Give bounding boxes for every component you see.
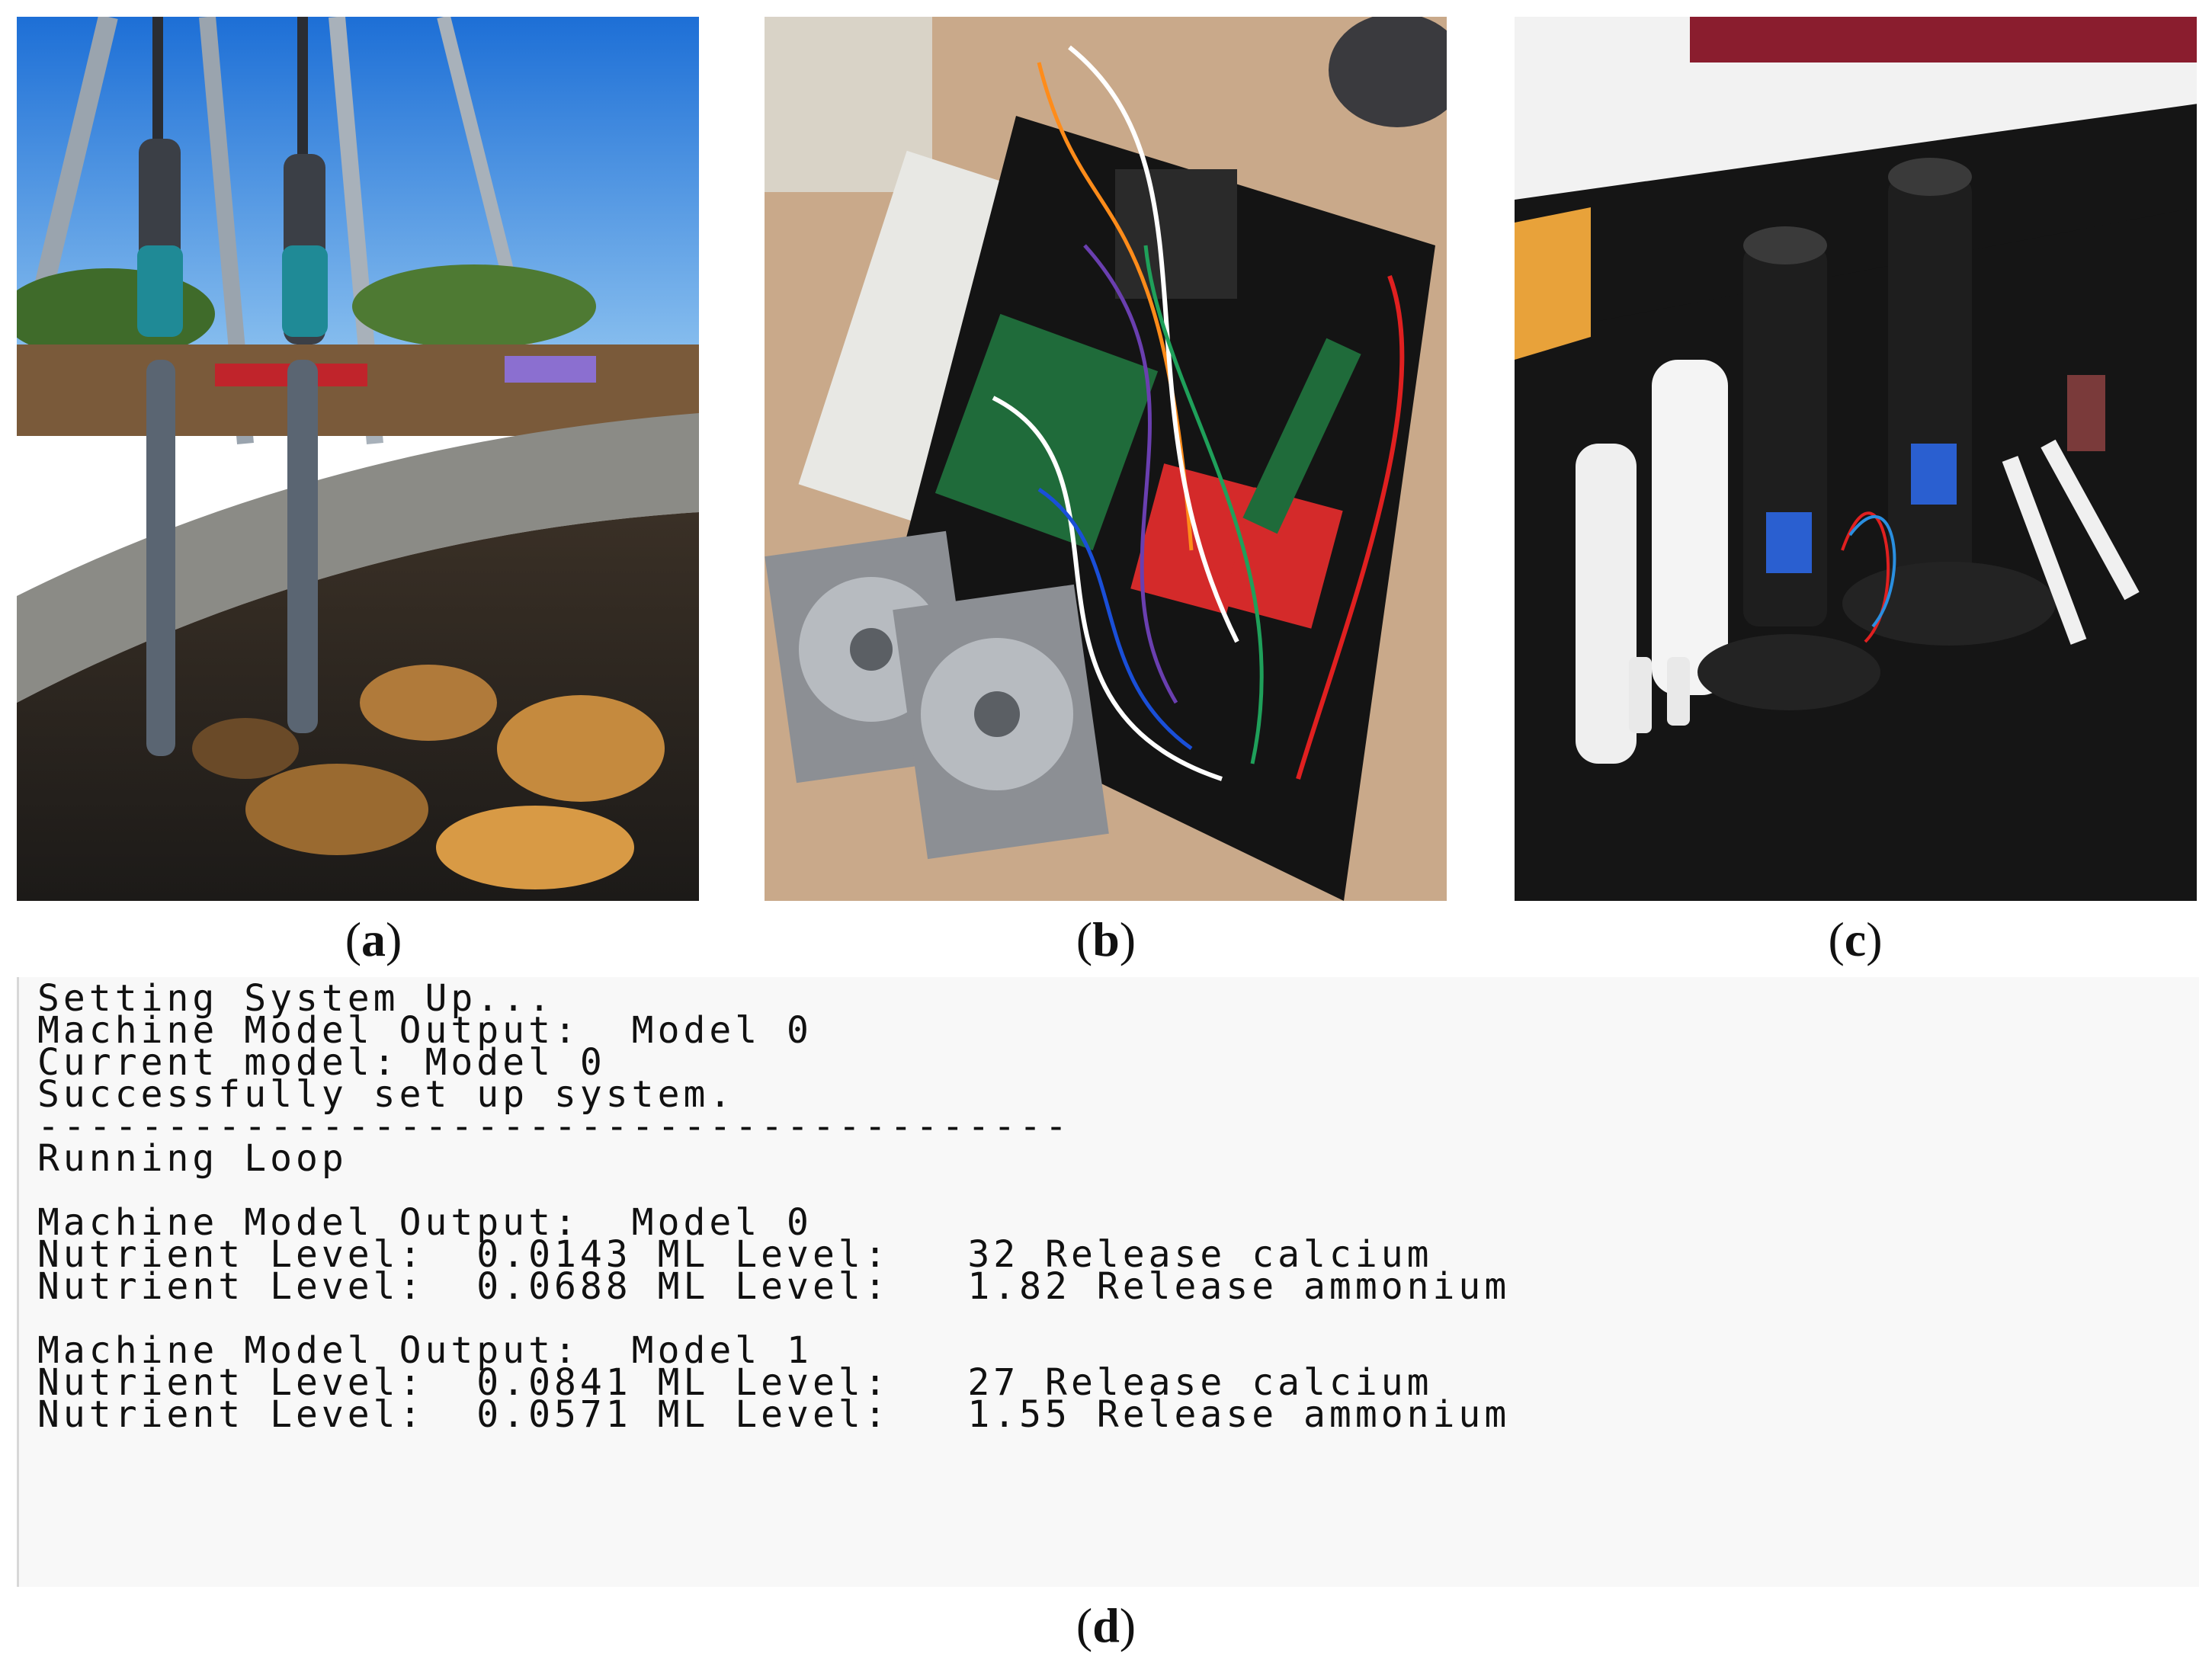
terminal-line: Machine Model Output: Model 0 — [37, 1009, 813, 1052]
terminal-output: Setting System Up... Machine Model Outpu… — [17, 977, 2199, 1587]
photo-b-control-box — [765, 17, 1447, 901]
photo-a-sensor-probes — [17, 17, 699, 901]
terminal-line: Successfully set up system. — [37, 1073, 736, 1116]
terminal-line: Setting System Up... — [37, 977, 554, 1020]
caption-b: (b) — [1076, 912, 1136, 966]
terminal-line: Nutrient Level: 0.0841 ML Level: 27 Rele… — [37, 1361, 1433, 1404]
terminal-line: Nutrient Level: 0.0571 ML Level: 1.55 Re… — [37, 1393, 1511, 1436]
terminal-line: Machine Model Output: Model 1 — [37, 1329, 813, 1372]
terminal-line: Current model: Model 0 — [37, 1041, 606, 1084]
terminal-line: ---------------------------------------- — [37, 1105, 1071, 1148]
terminal-line: Machine Model Output: Model 0 — [37, 1201, 813, 1244]
caption-a: (a) — [345, 912, 402, 966]
caption-d: (d) — [1076, 1598, 1136, 1652]
terminal-line: Running Loop — [37, 1137, 348, 1180]
caption-c: (c) — [1828, 912, 1883, 966]
photo-c-pump-setup — [1515, 17, 2197, 901]
terminal-line: Nutrient Level: 0.0143 ML Level: 32 Rele… — [37, 1233, 1433, 1276]
terminal-line: Nutrient Level: 0.0688 ML Level: 1.82 Re… — [37, 1265, 1511, 1308]
